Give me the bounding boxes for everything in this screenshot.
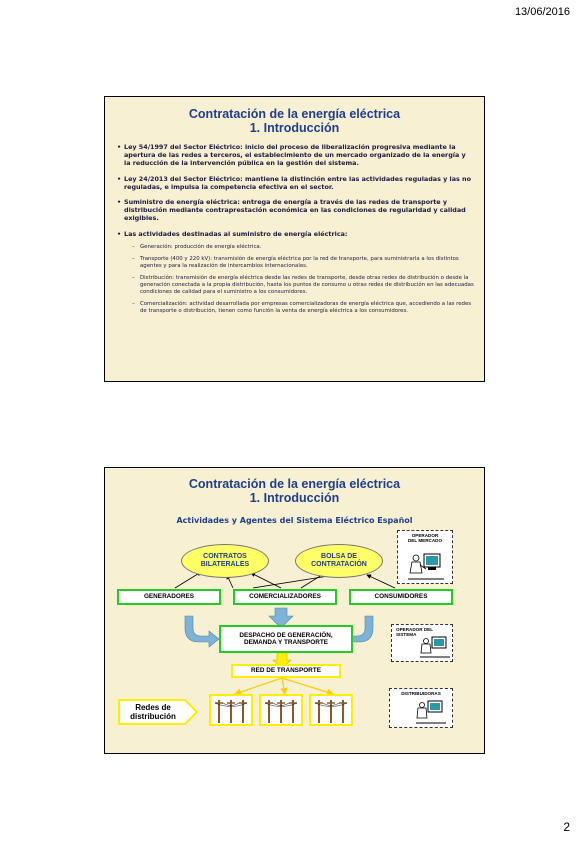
distribuidoras-box: DISTRIBUIDORAS [389,688,453,728]
diagram-subtitle: Actividades y Agentes del Sistema Eléctr… [176,516,413,525]
sub-bullet-comercializacion: Comercialización: actividad desarrollada… [132,301,474,315]
title-line-1: Contratación de la energía eléctrica [188,107,401,121]
distributor-computer-icon [416,700,446,724]
bullet-actividades-text: Las actividades destinadas al suministro… [124,229,348,238]
bolsa-label-1: BOLSA DE [321,553,357,560]
power-line-box [309,694,353,726]
bullet-ley-54-1997: Ley 54/1997 del Sector Eléctrico: inicio… [117,143,474,168]
slide-title: Contratación de la energía eléctrica 1. … [105,107,484,135]
title-line-2: 1. Introducción [249,121,340,135]
bullet-list: Ley 54/1997 del Sector Eléctrico: inicio… [105,143,484,315]
sub-bullet-distribucion: Distribución: transmisión de energía elé… [132,275,474,296]
despacho-label-1: DESPACHO DE GENERACIÓN, [239,631,333,639]
power-line-box [209,694,253,726]
title-line-2: 1. Introducción [249,491,340,505]
generadores-box: GENERADORES [117,589,221,605]
comercializadores-box: COMERCIALIZADORES [233,589,337,605]
power-line-icon [314,700,348,723]
slide-introduccion-texto: Contratación de la energía eléctrica 1. … [104,96,485,382]
page-number: 2 [563,820,570,834]
slide-title: Contratación de la energía eléctrica 1. … [105,477,484,505]
contratos-label-1: CONTRATOS [203,553,247,560]
red-transporte-box: RED DE TRANSPORTE [231,664,341,678]
operador-mercado-label-2: DEL MERCADO [407,538,443,544]
operador-sistema-label-2: SISTEMA [396,632,417,638]
sub-bullet-generacion: Generación: producción de energía eléctr… [132,244,474,251]
system-computer-icon [420,636,450,658]
bullet-suministro: Suministro de energía eléctrica: entrega… [117,198,474,223]
operator-computer-icon [408,553,444,580]
contratos-label-2: BILATERALES [200,561,250,568]
page-date: 13/06/2016 [514,6,570,18]
operador-sistema-label-1: OPERADOR DEL [396,627,434,632]
bullet-ley-24-2013: Ley 24/2013 del Sector Eléctrico: mantie… [117,175,474,191]
despacho-box: DESPACHO DE GENERACIÓN,DEMANDA Y TRANSPO… [219,625,353,653]
title-line-1: Contratación de la energía eléctrica [188,477,401,491]
slide-introduccion-diagrama: Contratación de la energía eléctrica 1. … [104,467,485,754]
bullet-actividades: Las actividades destinadas al suministro… [117,230,474,315]
despacho-label-2: DEMANDA Y TRANSPORTE [243,639,329,646]
bolsa-label-2: CONTRATACIÓN [311,561,367,568]
sub-bullet-list: Generación: producción de energía eléctr… [124,244,474,315]
power-line-icon [264,700,298,723]
power-line-box [259,694,303,726]
distribuidoras-label: DISTRIBUIDORAS [401,691,441,696]
operador-mercado-label-1: OPERADOR [411,533,439,538]
redes-label-2: distribución [130,712,176,721]
power-line-icon [214,700,248,723]
redes-label-1: Redes de [135,703,171,712]
sub-bullet-transporte: Transporte (400 y 220 kV): transmisión d… [132,256,474,270]
consumidores-box: CONSUMIDORES [349,589,453,605]
